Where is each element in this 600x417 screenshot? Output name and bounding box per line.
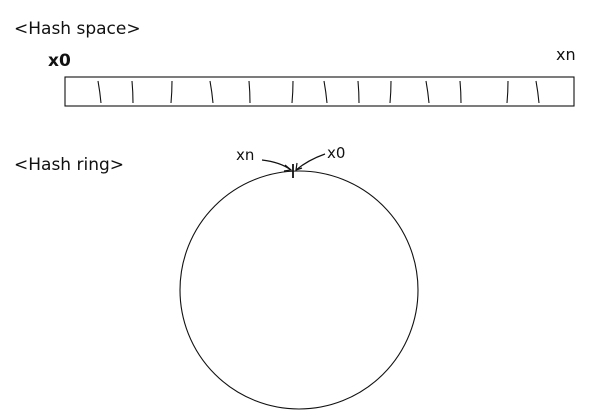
hash-space-tick <box>459 80 462 104</box>
hash-space-tick <box>170 80 173 104</box>
hash-space-tick <box>248 80 251 104</box>
hash-space-start-label: x0 <box>48 51 71 71</box>
hash-space-tick <box>357 80 360 104</box>
hash-ring-end-arrow <box>261 159 292 171</box>
hash-space-section: <Hash space> x0 xn <box>14 19 576 107</box>
hash-ring-end-label: xn <box>236 146 254 164</box>
hash-space-tick <box>97 80 102 104</box>
hash-ring-start-label: x0 <box>327 144 345 162</box>
hash-ring-circle <box>179 170 419 410</box>
hash-space-tick <box>389 80 392 104</box>
hash-ring-section: <Hash ring> xn x0 <box>14 144 419 410</box>
hash-space-tick <box>323 80 328 104</box>
hash-space-tick <box>209 80 214 104</box>
hash-space-tick <box>425 80 430 104</box>
hash-ring-title: <Hash ring> <box>14 155 124 175</box>
hash-space-tick <box>506 80 509 104</box>
hash-space-tick <box>291 80 294 104</box>
hash-space-end-label: xn <box>556 45 576 64</box>
hash-ring-end-arrowhead <box>283 164 293 172</box>
hash-space-tick <box>535 80 540 104</box>
hash-space-bar <box>64 76 575 107</box>
hash-ring-start-arrowhead <box>295 162 303 171</box>
hash-space-ticks <box>97 80 540 104</box>
hash-ring-start-arrow <box>295 153 326 171</box>
hash-space-title: <Hash space> <box>14 19 141 39</box>
hash-space-tick <box>131 80 134 104</box>
